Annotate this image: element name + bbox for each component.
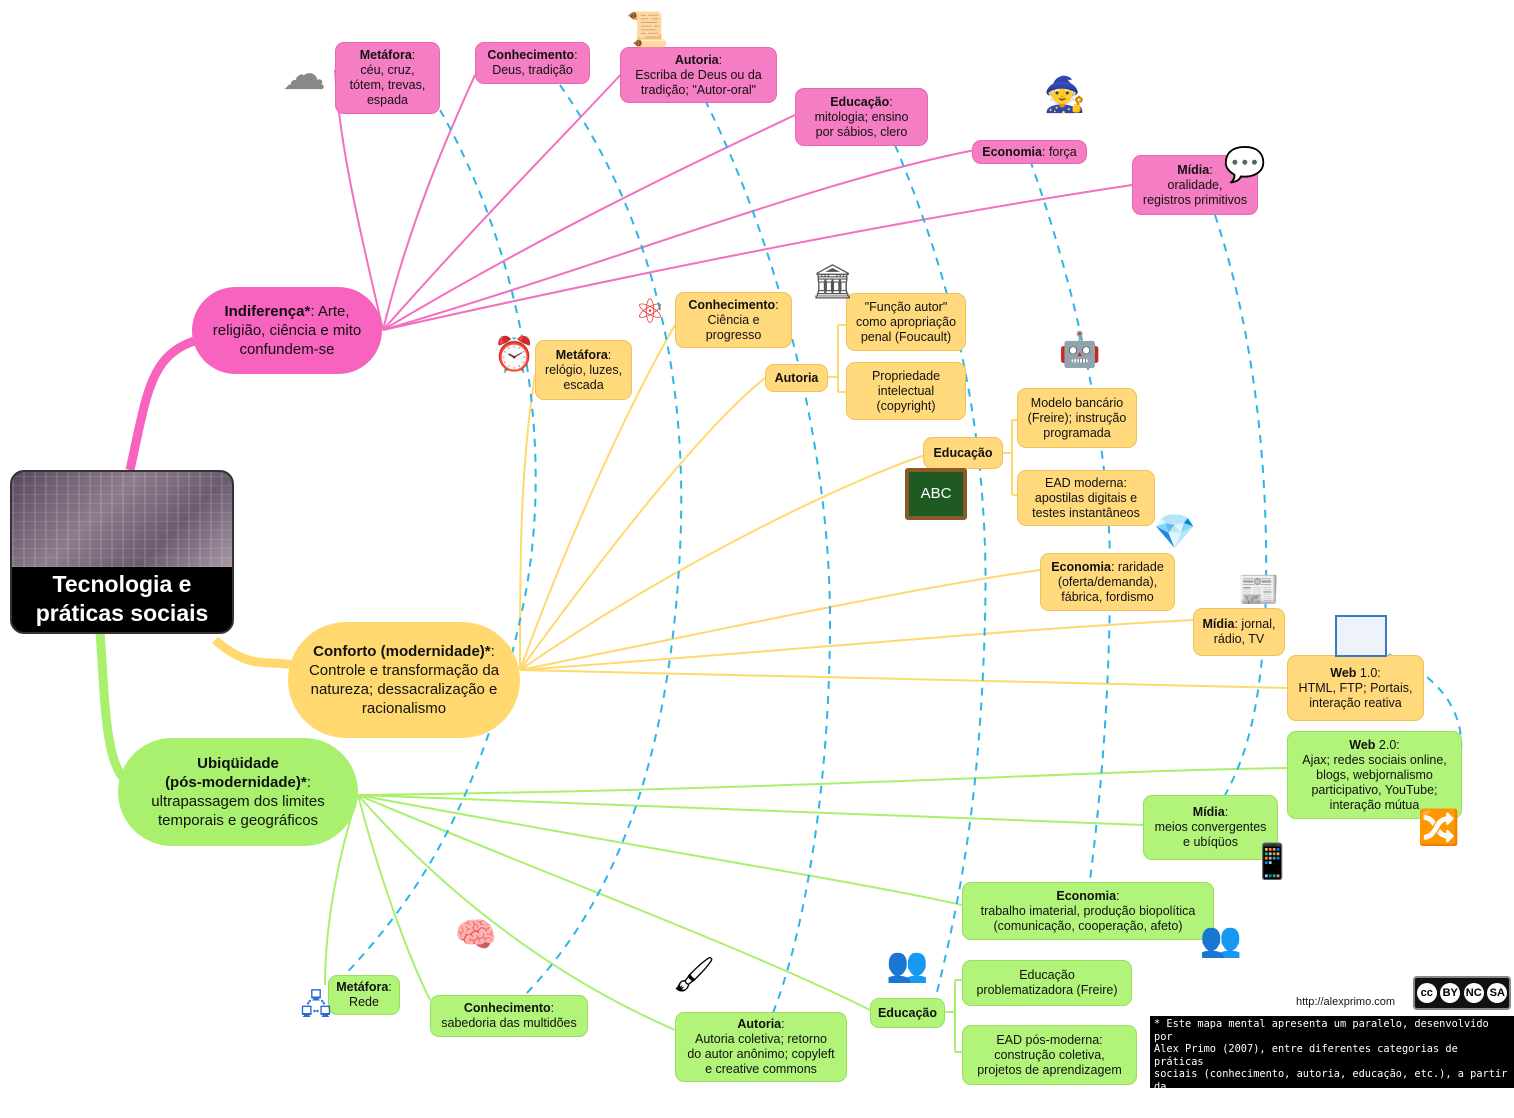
brain-icon: 🧠 (454, 916, 498, 954)
green-educacao-ead-pos-moderna[interactable]: EAD pós-moderna:construção coletiva,proj… (962, 1025, 1137, 1085)
yellow-educacao[interactable]: Educação (923, 437, 1003, 469)
pink-metafora[interactable]: Metáfora: céu, cruz,tótem, trevas,espada (335, 42, 440, 114)
footnote: * Este mapa mental apresenta um paralelo… (1150, 1016, 1514, 1118)
pink-economia[interactable]: Economia: força (972, 140, 1087, 164)
branch-conforto (212, 636, 296, 670)
nc-icon: NC (1463, 983, 1484, 1003)
newspaper-icon: 📰 (1237, 571, 1281, 609)
creative-commons-badge[interactable]: cc BY NC SA (1413, 976, 1511, 1010)
pink-spokes (334, 69, 1133, 331)
yellow-midia[interactable]: Mídia: jornal, rádio, TV (1193, 608, 1285, 656)
branch-ubiquidade (95, 631, 129, 784)
chat-bubbles-icon: 💬 (1223, 146, 1267, 184)
yellow-web1[interactable]: Web 1.0: HTML, FTP; Portais,interação re… (1287, 655, 1424, 721)
crystal-icon: 💎 (1153, 513, 1197, 551)
scroll-icon: 📜 (626, 11, 669, 49)
phase-ubiquidade[interactable]: Ubiqüidade (pós-modernidade)*: ultrapass… (118, 738, 358, 846)
atom-icon: ⚛ (634, 293, 666, 331)
yellow-spokes (519, 324, 1288, 689)
network-share-icon: 🔀 (1417, 809, 1461, 847)
yellow-economia[interactable]: Economia: raridade (oferta/demanda),fábr… (1040, 553, 1175, 611)
brushes-cup-icon: 🖌 (672, 956, 716, 994)
pink-conhecimento[interactable]: Conhecimento: Deus, tradição (475, 42, 590, 84)
pink-midia[interactable]: Mídia: oralidade,registros primitivos (1132, 155, 1258, 215)
connections-layer (95, 69, 1463, 1053)
green-conhecimento[interactable]: Conhecimento: sabedoria das multidões (430, 995, 588, 1037)
green-web2[interactable]: Web 2.0: Ajax; redes sociais online,blog… (1287, 731, 1462, 819)
robot-icon: 🤖 (1058, 331, 1102, 369)
by-icon: BY (1440, 983, 1461, 1003)
phase-indiferenca[interactable]: Indiferença*: Arte, religião, ciência e … (192, 287, 382, 374)
yellow-autoria[interactable]: Autoria (765, 364, 828, 392)
wizard-icon: 🧙 (1043, 76, 1087, 114)
cloud-icon: ☁ (282, 50, 326, 99)
chalkboard-icon: ABC (905, 468, 967, 520)
network-computers-icon: 🖧 (300, 989, 332, 1020)
phase-conforto[interactable]: Conforto (modernidade)*: Controle e tran… (288, 622, 520, 738)
sa-icon: SA (1487, 983, 1508, 1003)
tablet-pen-icon: 📱 (1251, 843, 1294, 881)
author-url[interactable]: http://alexprimo.com (1296, 996, 1396, 1008)
green-educacao[interactable]: Educação (870, 998, 945, 1028)
add-users-icon: 👥 (1199, 921, 1243, 959)
yellow-metafora[interactable]: Metáfora: relógio, luzes,escada (535, 340, 632, 400)
green-metafora[interactable]: Metáfora: Rede (328, 975, 400, 1015)
cc-icon: cc (1416, 983, 1437, 1003)
green-economia[interactable]: Economia: trabalho imaterial, produção b… (962, 882, 1214, 940)
users-icon: 👥 (886, 946, 929, 984)
window-icon (1335, 615, 1387, 657)
alarm-clock-icon: ⏰ (493, 336, 536, 374)
circuit-board-image (12, 472, 232, 567)
museum-icon: 🏛 (810, 263, 855, 301)
